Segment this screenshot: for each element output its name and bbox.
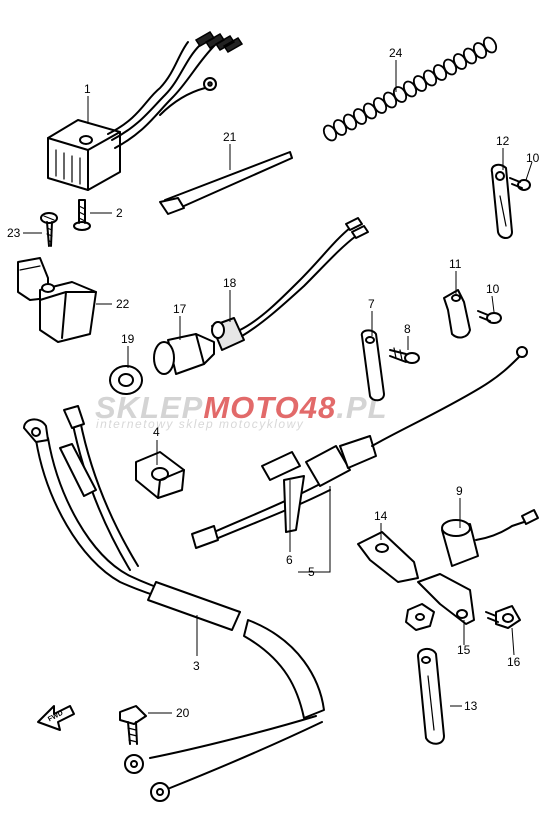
leader-lines [23, 60, 533, 714]
nut-15[interactable] [405, 603, 435, 631]
wire-harness-5[interactable] [191, 346, 528, 549]
clamp-12[interactable] [490, 163, 513, 239]
callout-9: 9 [456, 484, 463, 498]
bracket-15[interactable] [417, 573, 475, 625]
callout-13: 13 [464, 699, 478, 713]
watermark: SKLEPMOTO48.PL internetowy sklep motocyk… [95, 390, 387, 431]
sensor-9[interactable] [441, 509, 539, 567]
grommet-4[interactable] [135, 451, 185, 499]
harness-clip-6[interactable] [283, 475, 305, 533]
callout-1: 1 [84, 82, 91, 96]
callout-7: 7 [368, 297, 375, 311]
grommet-19[interactable] [109, 365, 143, 395]
spiral-wrap-segment [482, 36, 498, 54]
callout-21: 21 [223, 130, 237, 144]
clamp-11[interactable] [443, 289, 471, 339]
ignition-switch-17[interactable] [153, 333, 215, 375]
screw-23[interactable] [40, 212, 58, 247]
bolt-20[interactable] [119, 705, 147, 745]
screw-10-upper[interactable] [509, 177, 531, 191]
callout-10-upper: 10 [526, 151, 540, 165]
callout-19: 19 [121, 332, 135, 346]
watermark-brand-c: 48 [299, 390, 336, 425]
callout-12: 12 [496, 134, 510, 148]
callout-numbers: 1 2 3 4 5 6 7 8 9 10 10 11 12 13 14 15 1… [7, 46, 540, 720]
callout-15: 15 [457, 643, 471, 657]
regulator-rectifier[interactable] [47, 31, 244, 191]
screw-8[interactable] [389, 347, 420, 364]
bolt-16[interactable] [485, 605, 521, 629]
watermark-brand-b: MOTO [203, 390, 299, 425]
screw-10-middle[interactable] [477, 310, 502, 324]
bracket-14[interactable] [357, 531, 419, 583]
callout-8: 8 [404, 322, 411, 336]
callout-2: 2 [116, 206, 123, 220]
callout-16: 16 [507, 655, 521, 669]
fwd-direction-arrow: FWD [37, 705, 75, 731]
watermark-brand-a: SKLEP [95, 390, 203, 425]
ignition-boot-18[interactable] [211, 217, 369, 351]
spiral-cable-wrap-24[interactable] [321, 35, 498, 142]
callout-18: 18 [223, 276, 237, 290]
callout-5: 5 [308, 565, 315, 579]
callout-4: 4 [153, 425, 160, 439]
watermark-tagline: internetowy sklep motocyklowy [96, 417, 304, 431]
callout-24: 24 [389, 46, 403, 60]
callout-6: 6 [286, 553, 293, 567]
bolt-2[interactable] [73, 199, 91, 231]
callout-10-middle: 10 [486, 282, 500, 296]
callout-11: 11 [449, 257, 462, 271]
callout-23: 23 [7, 226, 21, 240]
callout-3: 3 [193, 659, 200, 673]
callout-17: 17 [173, 302, 187, 316]
mounting-bracket-22[interactable] [17, 257, 97, 343]
clamp-7[interactable] [360, 329, 385, 402]
cable-tie-21[interactable] [159, 151, 293, 215]
callout-22: 22 [116, 297, 130, 311]
callout-14: 14 [374, 509, 388, 523]
battery-cable-3[interactable] [23, 405, 325, 802]
callout-20: 20 [176, 706, 190, 720]
clamp-13[interactable] [417, 648, 445, 745]
